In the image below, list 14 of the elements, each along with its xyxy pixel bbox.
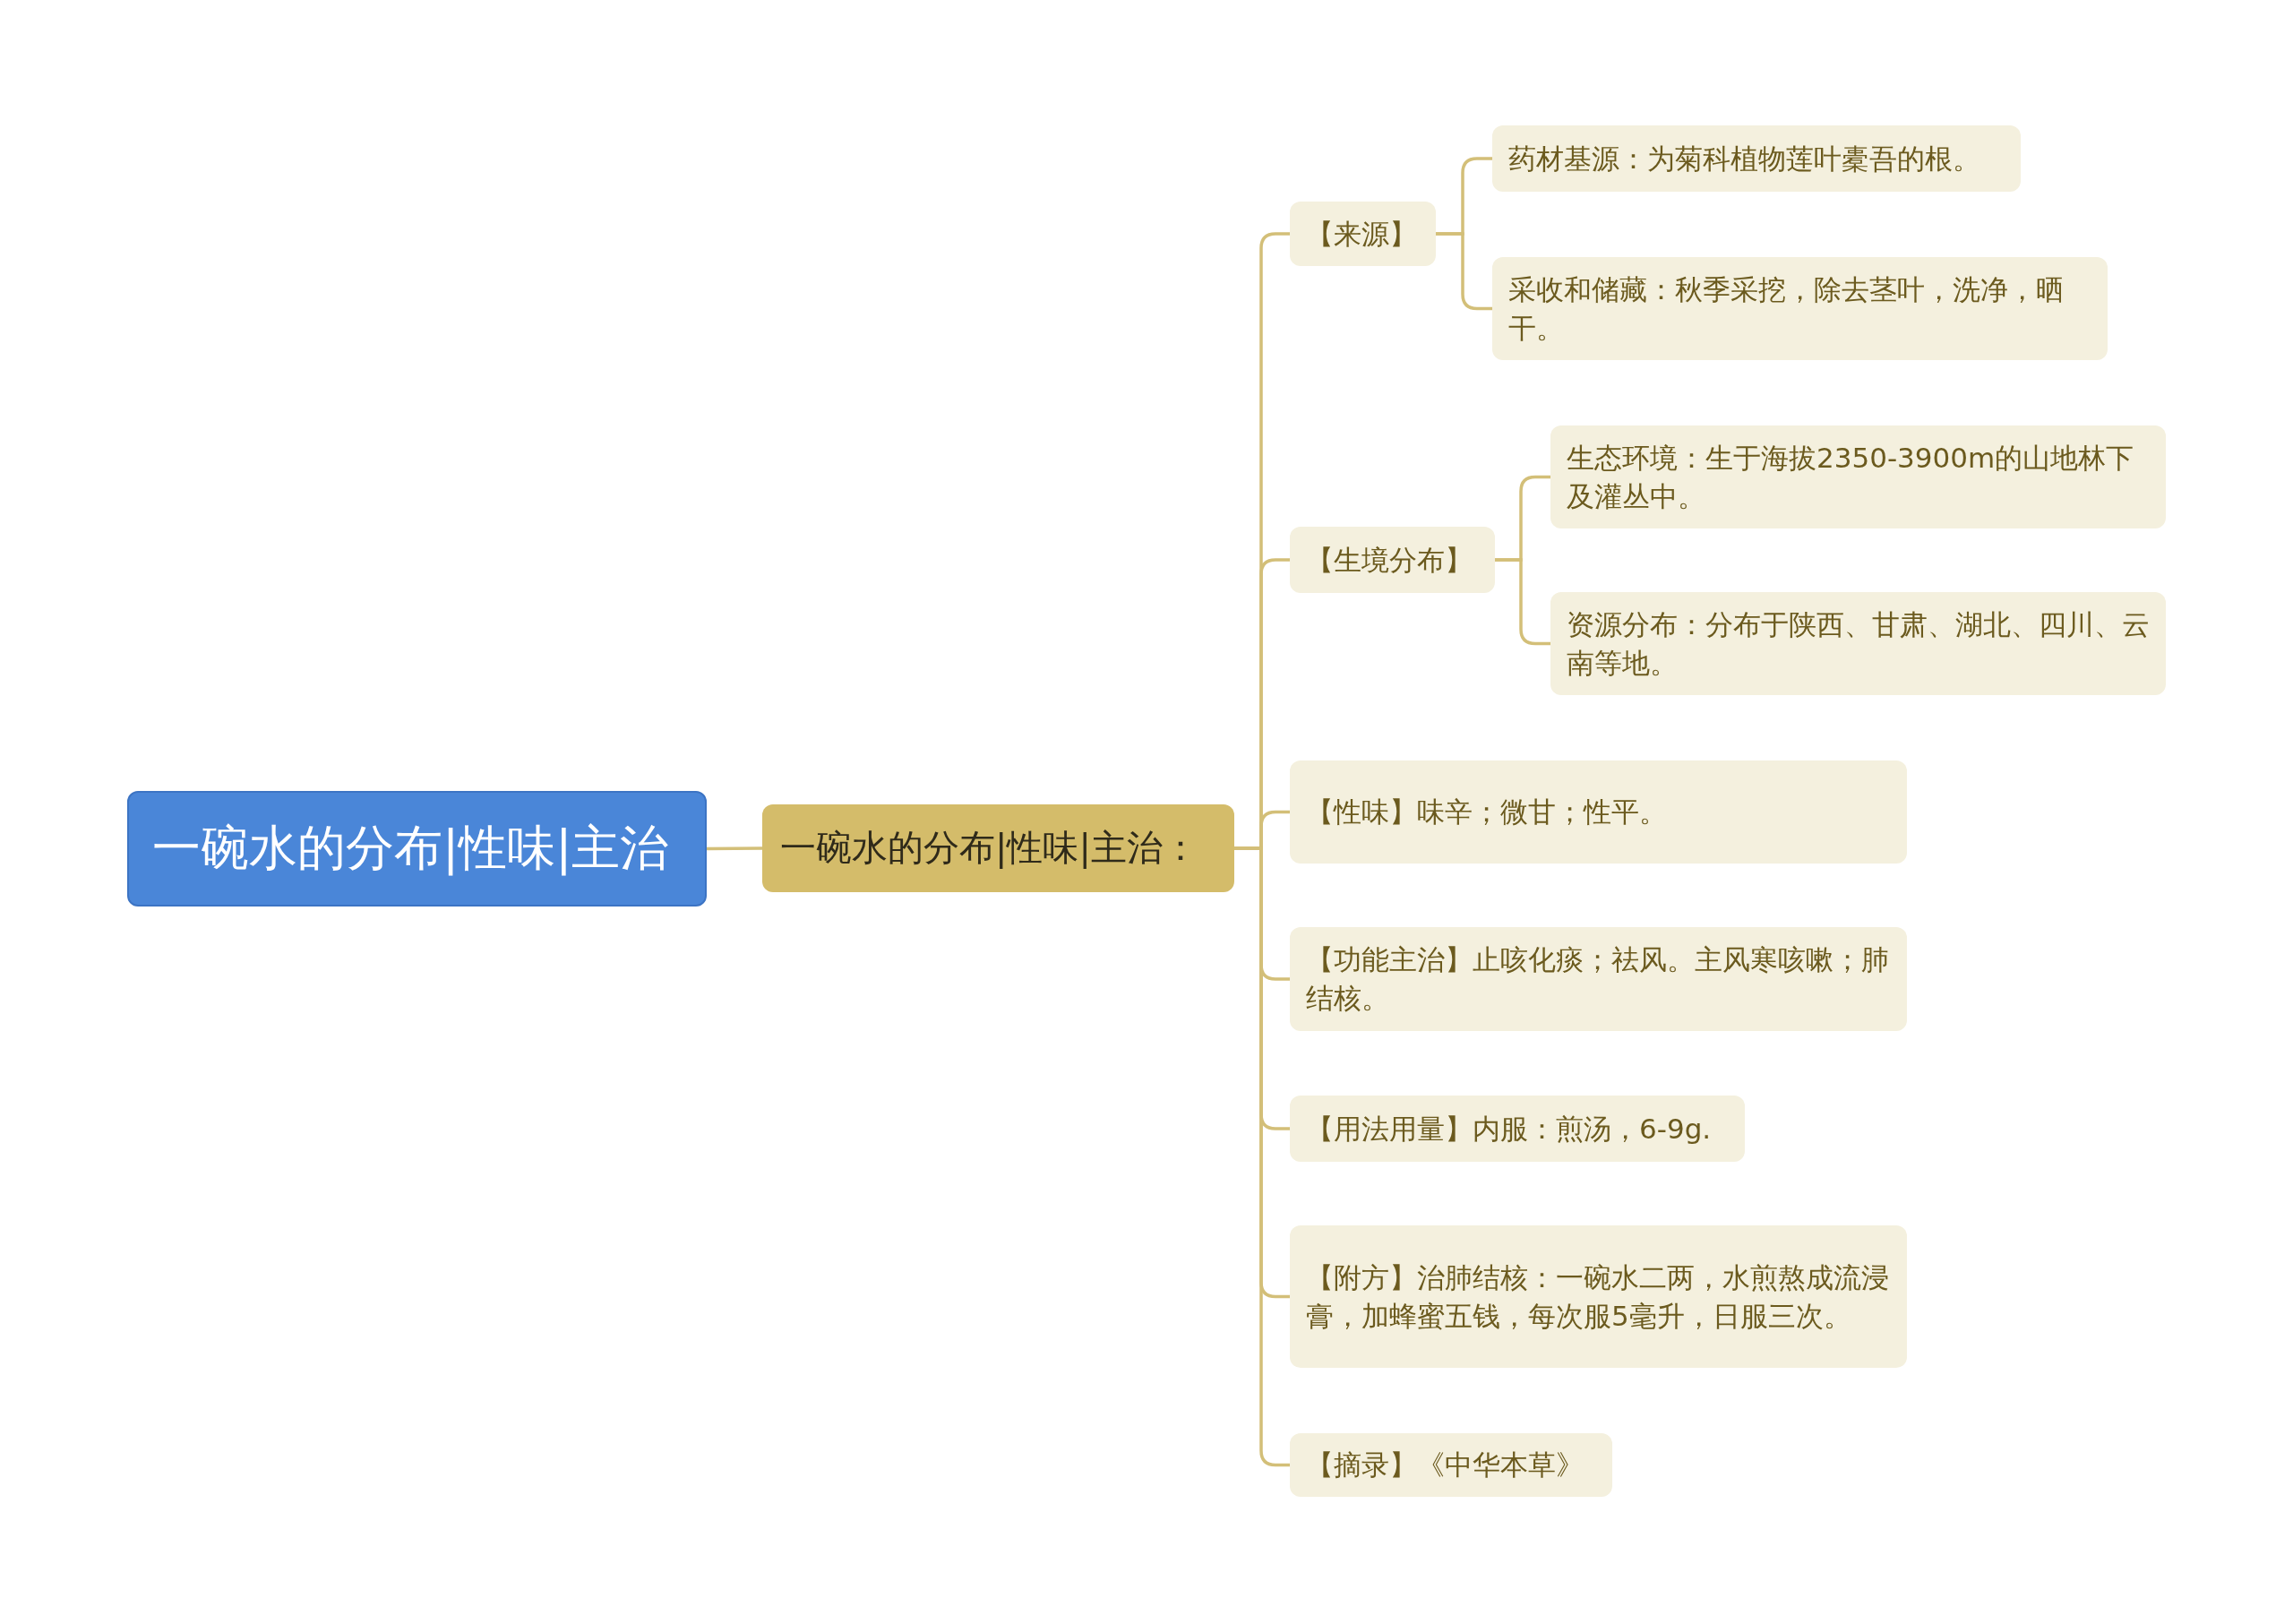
subtopic-box: 采收和储藏：秋季采挖，除去茎叶，洗净，晒干。 [1492, 257, 2108, 360]
subtopic-box: 【功能主治】止咳化痰；祛风。主风寒咳嗽；肺结核。 [1290, 927, 1907, 1031]
subtopic-box: 【摘录】《中华本草》 [1290, 1433, 1612, 1497]
main-topic-box: 一碗水的分布|性味|主治： [762, 804, 1234, 892]
subtopic-box: 【附方】治肺结核：一碗水二两，水煎熬成流浸膏，加蜂蜜五钱，每次服5毫升，日服三次。 [1290, 1225, 1907, 1368]
subtopic-box: 资源分布：分布于陕西、甘肃、湖北、四川、云南等地。 [1550, 592, 2166, 695]
subtopic-box: 药材基源：为菊科植物莲叶橐吾的根。 [1492, 125, 2021, 192]
subtopic-box: 【生境分布】 [1290, 527, 1495, 593]
subtopic-box: 【来源】 [1290, 202, 1436, 266]
subtopic-box: 【用法用量】内服：煎汤，6-9g. [1290, 1096, 1745, 1162]
subtopic-box: 【性味】味辛；微甘；性平。 [1290, 760, 1907, 864]
connector-line [707, 846, 762, 851]
subtopic-box: 生态环境：生于海拔2350-3900m的山地林下及灌丛中。 [1550, 425, 2166, 528]
root-topic-box: 一碗水的分布|性味|主治 [127, 791, 707, 907]
